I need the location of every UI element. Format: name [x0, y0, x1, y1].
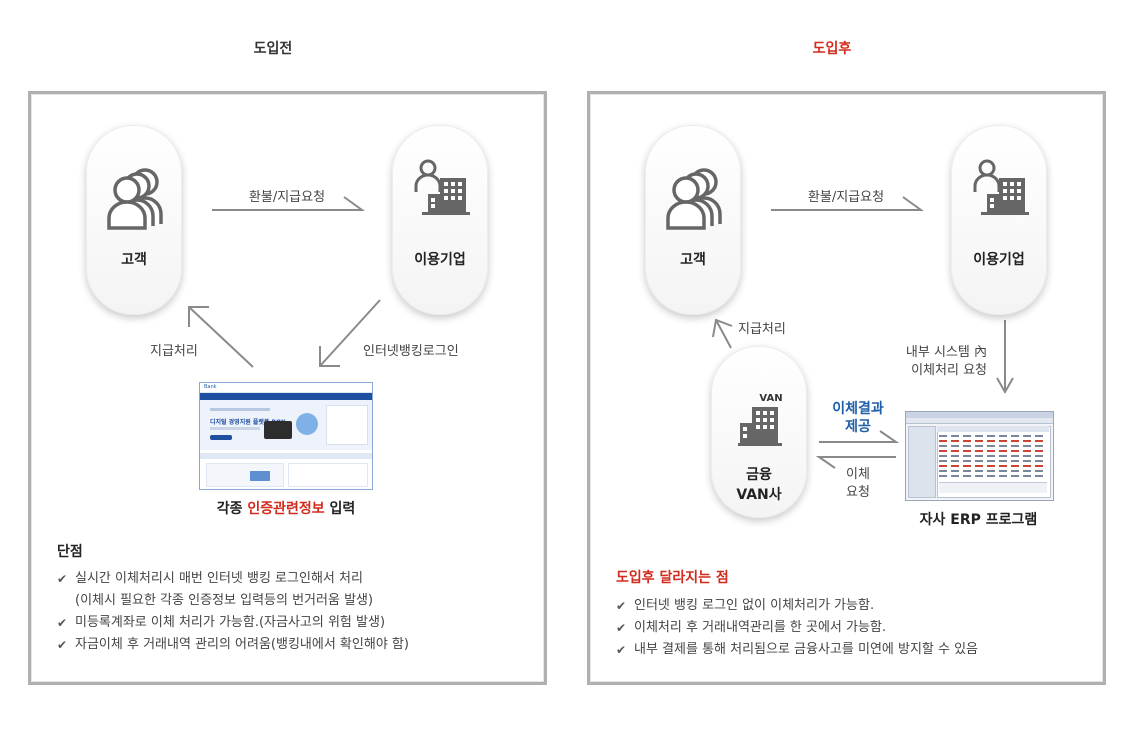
before-company-label: 이용기업	[414, 252, 466, 268]
before-title: 도입전	[253, 41, 293, 57]
users-icon	[107, 168, 163, 230]
van-top-label: VAN	[759, 393, 783, 404]
check-icon: ✔	[57, 638, 68, 652]
check-icon: ✔	[616, 599, 627, 613]
list-item-sub: (이체시 필요한 각종 인증정보 입력등의 번거러움 발생)	[75, 593, 374, 608]
after-request-label: 환불/지급요청	[807, 190, 885, 205]
caption-suffix: 입력	[324, 501, 356, 517]
internet-banking-screenshot: Bank 디지털 경영지원 플랫폼 BOX	[199, 382, 373, 490]
after-customer-label: 고객	[680, 252, 706, 268]
erp-caption: 자사 ERP 프로그램	[919, 512, 1038, 528]
after-payment-label: 지급처리	[738, 322, 786, 337]
list-item: ✔인터넷 뱅킹 로그인 없이 이체처리가 가능함.	[616, 595, 978, 617]
bank-brand: Bank	[200, 383, 372, 393]
after-transfer-arrow	[815, 456, 896, 469]
person-building-icon	[973, 159, 1029, 215]
after-section-title: 도입후 달라지는 점	[616, 570, 729, 586]
before-company-node: 이용기업	[392, 125, 488, 315]
after-company-label: 이용기업	[973, 252, 1025, 268]
caption-highlight: 인증관련정보	[247, 501, 325, 517]
bank-headline: 디지털 경영지원 플랫폼 BOX	[210, 419, 286, 426]
erp-screenshot	[905, 411, 1054, 501]
before-customer-label: 고객	[121, 252, 147, 268]
after-internal-label: 내부 시스템 內 이체처리 요청	[905, 345, 987, 378]
list-item: ✔내부 결제를 통해 처리됨으로 금융사고를 미연에 방지할 수 있음	[616, 639, 978, 661]
after-customer-node: 고객	[645, 125, 741, 315]
list-item: ✔실시간 이체처리시 매번 인터넷 뱅킹 로그인해서 처리	[57, 568, 409, 590]
check-icon: ✔	[616, 621, 627, 635]
before-request-arrow	[212, 196, 366, 211]
after-transfer-label: 이체 요청	[846, 467, 870, 500]
check-icon: ✔	[616, 643, 627, 657]
after-payment-arrow	[715, 319, 732, 349]
before-login-label: 인터넷뱅킹로그인	[363, 344, 459, 359]
check-icon: ✔	[57, 572, 68, 586]
before-payment-arrow	[188, 306, 254, 368]
before-login-arrow	[319, 299, 381, 367]
caption-prefix: 각종	[216, 501, 248, 517]
van-node: VAN 금융 VAN사	[711, 346, 807, 518]
before-payment-label: 지급처리	[150, 344, 198, 359]
after-result-label: 이체결과 제공	[832, 401, 884, 435]
van-label: 금융 VAN사	[736, 467, 782, 503]
person-building-icon	[414, 159, 470, 215]
check-icon: ✔	[57, 616, 68, 630]
building-icon	[738, 407, 782, 446]
before-section-title: 단점	[57, 544, 83, 560]
list-item: ✔이체처리 후 거래내역관리를 한 곳에서 가능함.	[616, 617, 978, 639]
after-title: 도입후	[812, 41, 852, 57]
after-company-node: 이용기업	[951, 125, 1047, 315]
after-list: ✔인터넷 뱅킹 로그인 없이 이체처리가 가능함. ✔이체처리 후 거래내역관리…	[616, 595, 978, 661]
before-request-label: 환불/지급요청	[248, 190, 326, 205]
after-request-arrow	[771, 196, 925, 211]
list-item: ✔자금이체 후 거래내역 관리의 어려움(뱅킹내에서 확인해야 함)	[57, 634, 409, 656]
after-result-arrow	[819, 430, 900, 443]
before-caption: 각종 인증관련정보 입력	[186, 498, 386, 518]
list-item: ✔미등록계좌로 이체 처리가 가능함.(자금사고의 위험 발생)	[57, 612, 409, 634]
before-customer-node: 고객	[86, 125, 182, 315]
users-icon	[666, 168, 722, 230]
before-list: ✔실시간 이체처리시 매번 인터넷 뱅킹 로그인해서 처리 (이체시 필요한 각…	[57, 568, 409, 656]
